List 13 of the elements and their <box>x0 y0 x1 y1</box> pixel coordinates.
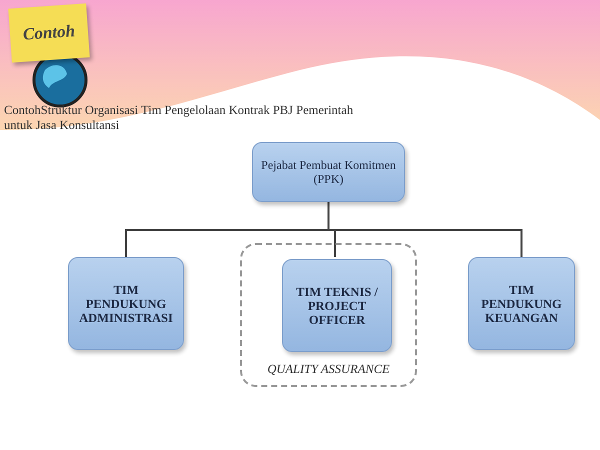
box-text: TIM TEKNIS / PROJECT OFFICER <box>295 284 379 326</box>
org-box <box>282 259 392 352</box>
org-box <box>68 257 184 350</box>
box-text: TIM PENDUKUNG ADMINISTRASI <box>78 282 174 324</box>
dashed-group-frame <box>240 243 417 387</box>
note-text: Contoh <box>22 21 76 45</box>
org-box <box>468 257 575 350</box>
group-label: QUALITY ASSURANCE <box>266 362 391 377</box>
box-text: Pejabat Pembuat Komitmen (PPK) <box>260 158 397 186</box>
diagram-title: ContohStruktur Organisasi Tim Pengelolaan Kontrak PBJ Pemerintah untuk Jasa Konsultansi <box>4 103 354 133</box>
box-text: TIM PENDUKUNG KEUANGAN <box>480 282 563 324</box>
org-box <box>252 142 405 202</box>
connector-line <box>328 202 522 257</box>
